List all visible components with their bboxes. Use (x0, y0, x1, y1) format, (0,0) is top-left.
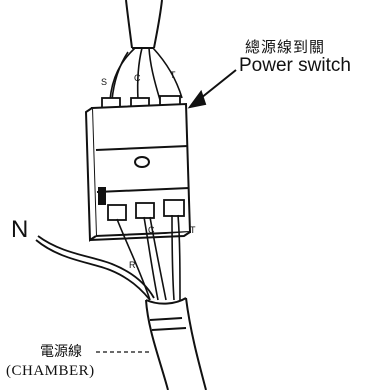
pointer-arrow (187, 69, 237, 109)
neutral-wire (35, 235, 155, 301)
terminal-mark-top-left: S (101, 77, 108, 87)
terminal-mark-bottom-right: T (190, 225, 196, 235)
terminal-mark-top-mid: C (134, 73, 141, 83)
neutral-label: N (11, 216, 29, 243)
bottom-cable (145, 297, 207, 390)
power-switch-label: Power switch (239, 55, 351, 76)
terminal-mark-bottom-mid: C (148, 225, 155, 235)
top-cable (125, 0, 163, 49)
chamber-label-cjk: 電源線 (40, 344, 82, 360)
power-switch-body (84, 102, 192, 242)
chamber-label: (CHAMBER) (6, 363, 95, 379)
switch-label-cjk: 總源線到關 (245, 38, 326, 56)
terminal-mark-bottom-left: R (129, 260, 136, 270)
terminal-mark-top-right: T (170, 70, 176, 80)
bottom-terminals (107, 199, 185, 221)
bottom-wires (116, 214, 181, 301)
top-wires (109, 47, 183, 101)
